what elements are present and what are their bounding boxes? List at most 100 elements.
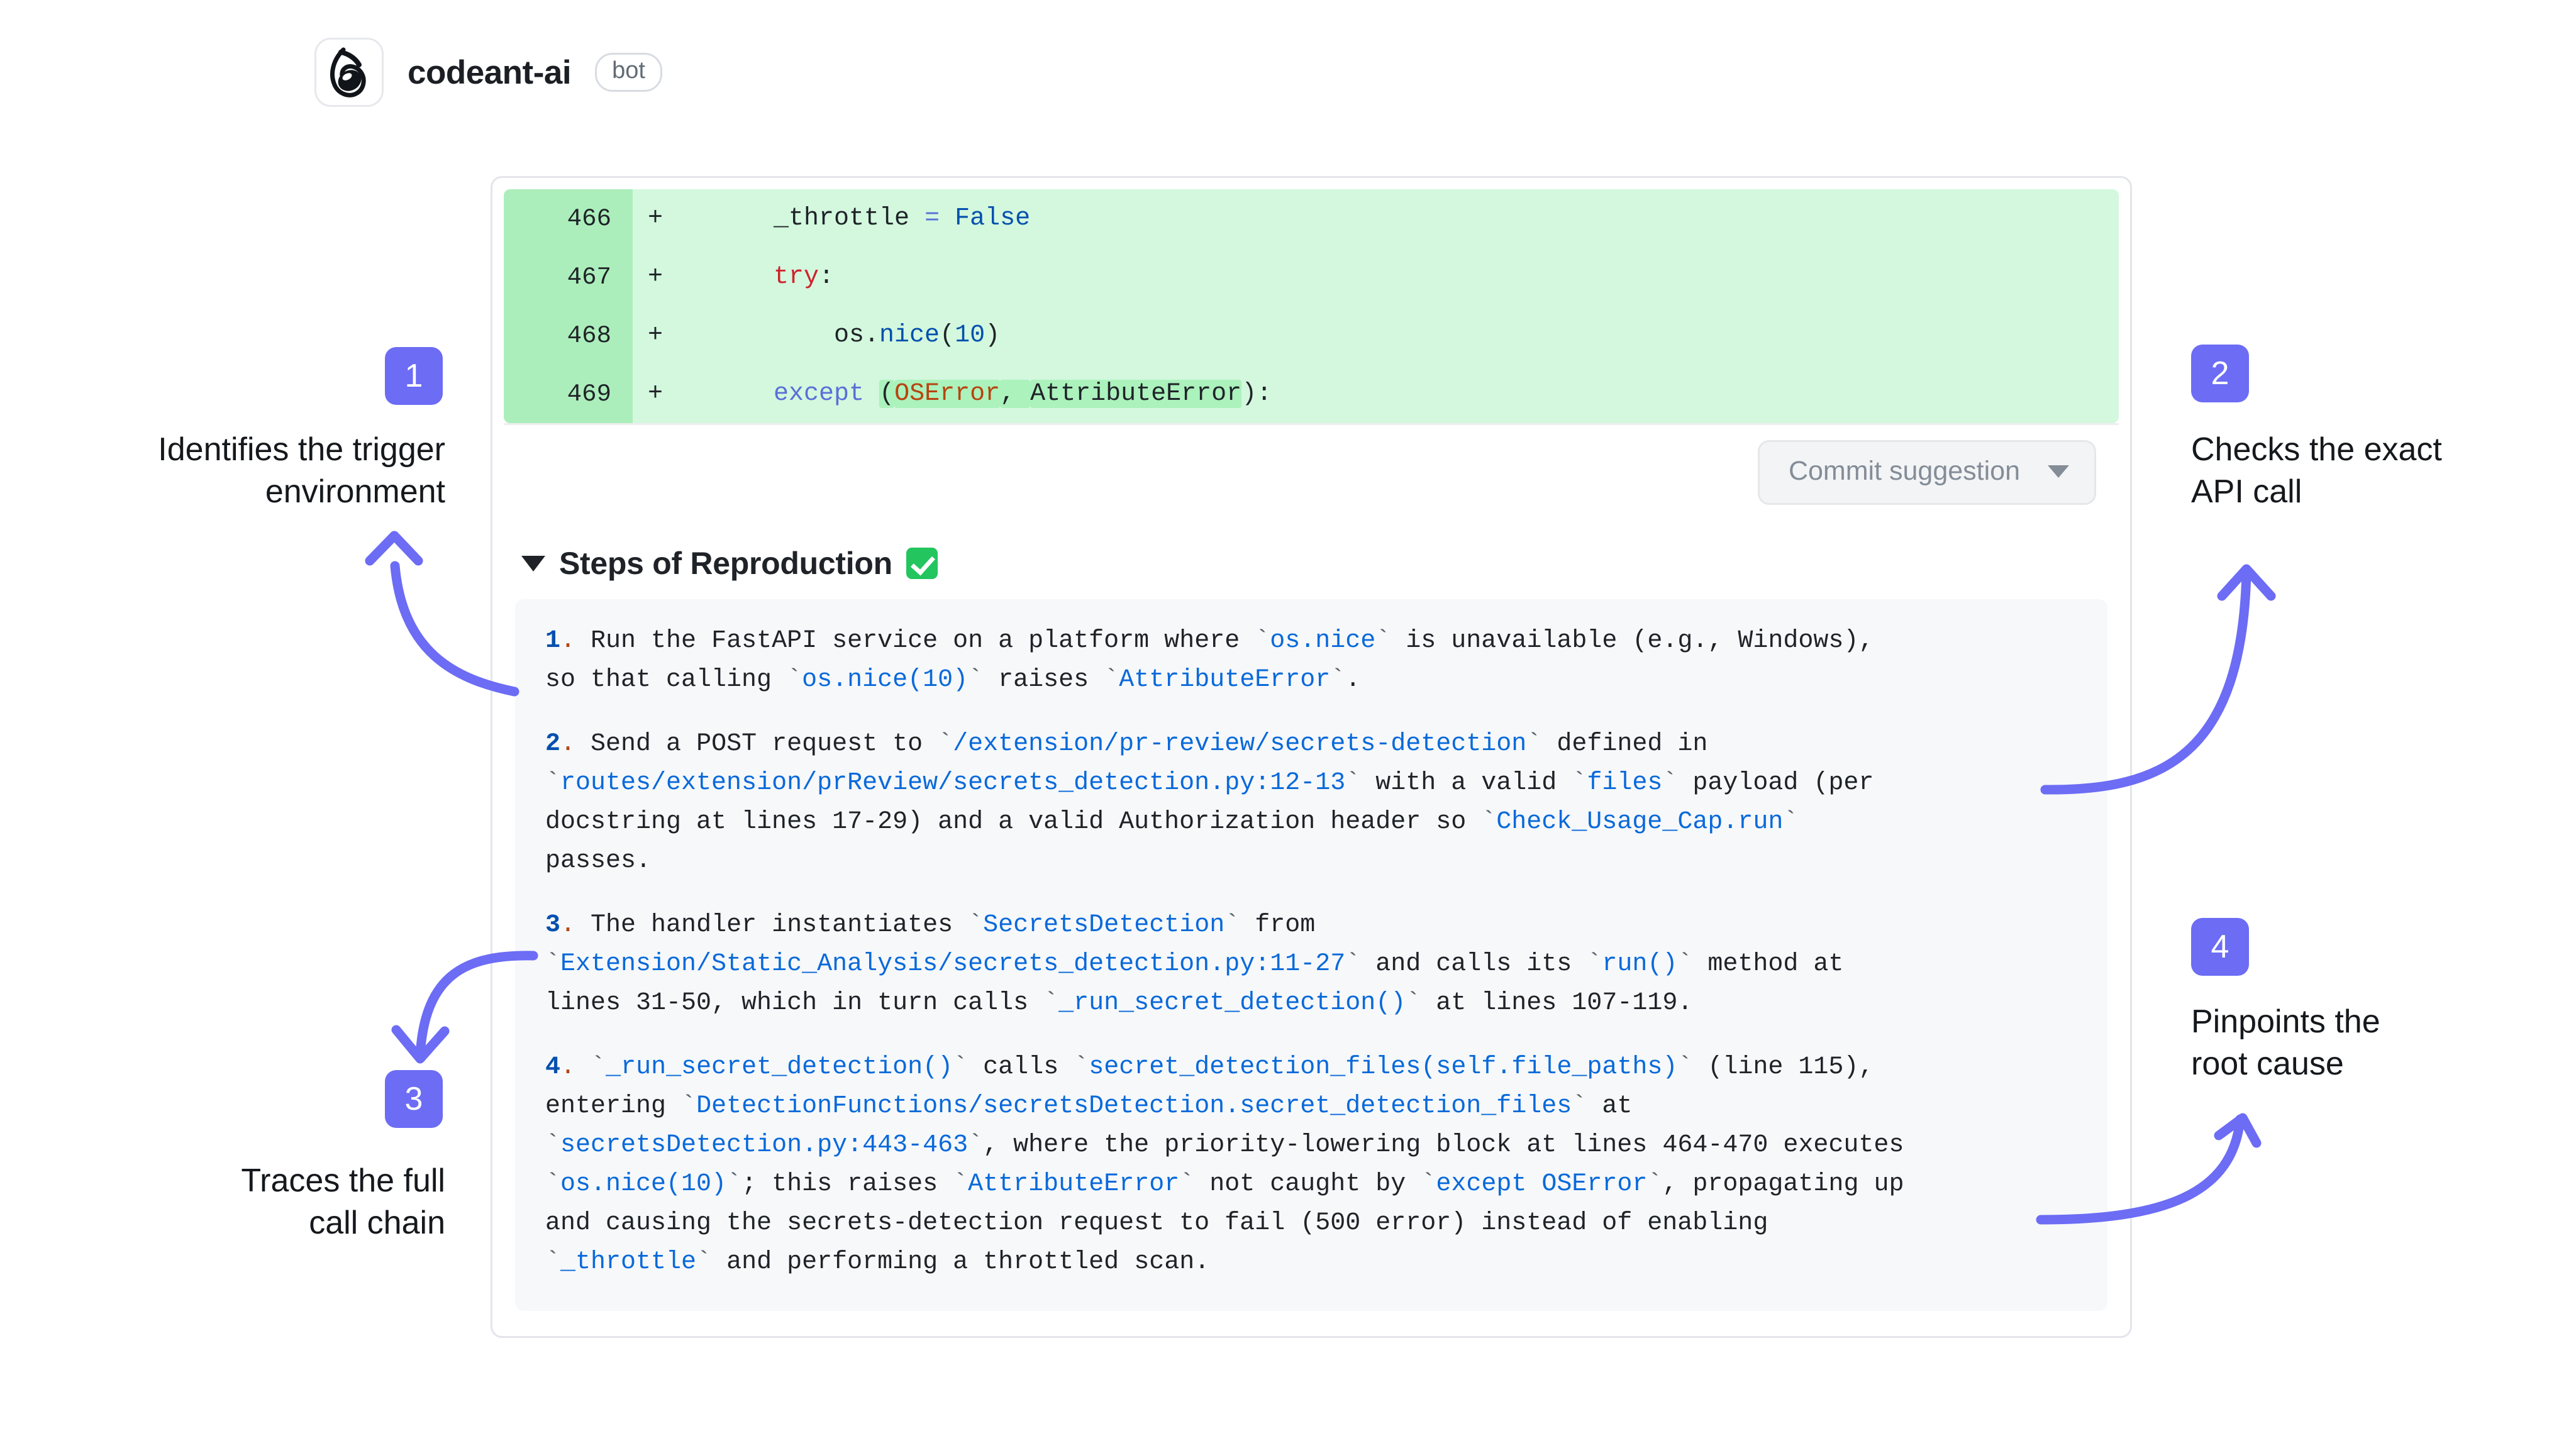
annotation-badge-1: 1 [385,347,443,405]
bot-badge: bot [595,53,662,92]
step-text: defined in [1541,730,1708,758]
annotation-arrow-2-head [2217,564,2276,601]
diff-line-code: except (OSError, AttributeError): [678,365,2119,423]
chevron-down-icon[interactable] [2048,465,2069,478]
code-token: = [924,204,955,233]
code-token: _throttle [713,204,925,233]
inline-code: Check_Usage_Cap.run [1496,808,1784,836]
inline-code: AttributeError [968,1170,1180,1198]
code-token: OSError [894,380,1001,408]
inline-code: os.nice(10) [802,666,969,694]
step-text: at [1587,1092,1633,1120]
avatar[interactable] [314,38,384,107]
step-text: so that calling [545,666,787,694]
code-tick: ` [1375,627,1391,655]
annotation-badge-3: 3 [385,1070,443,1128]
code-tick: ` [1677,1053,1693,1081]
step-text: passes. [545,847,652,875]
code-tick: ` [1255,627,1270,655]
code-tick: ` [1224,911,1240,939]
code-tick: ` [1330,666,1346,694]
code-tick: ` [545,1170,561,1198]
step-text: and causing the secrets-detection reques… [545,1209,1768,1237]
inline-code: AttributeError [1119,666,1331,694]
code-tick: ` [1421,1170,1436,1198]
step-text: , propagating up [1662,1170,1904,1198]
step-text [575,1053,591,1081]
code-tick: ` [1074,1053,1089,1081]
diff-line-marker: + [633,248,678,306]
steps-header[interactable]: Steps of Reproduction [521,545,2130,582]
diff-line-code: try: [678,248,2119,306]
code-token: ) [985,321,1001,350]
author-name[interactable]: codeant-ai [408,53,572,91]
code-tick: ` [1783,808,1799,836]
code-token: try [774,263,819,291]
code-tick: ` [787,666,802,694]
inline-code: run() [1602,950,1678,978]
step-number-dot: . [560,627,576,655]
code-token: : [1257,380,1272,408]
inline-code: Extension/Static_Analysis/secrets_detect… [560,950,1346,978]
reproduction-step: 3. The handler instantiates `SecretsDete… [545,906,2077,1023]
code-token [864,380,879,408]
inline-code: SecretsDetection [983,911,1225,939]
inline-code: os.nice [1270,627,1376,655]
code-token [713,263,774,291]
diff-line-row: 468+ os.nice(10) [504,306,2119,365]
step-text: entering [545,1092,682,1120]
reproduction-step: 4. `_run_secret_detection()` calls `secr… [545,1048,2077,1282]
step-text: , where the priority-lowering block at l… [983,1131,1904,1159]
inline-code: os.nice(10) [560,1170,727,1198]
code-tick: ` [545,769,561,797]
diff-line-row: 467+ try: [504,248,2119,306]
annotation-label-4: Pinpoints the root cause [2191,1003,2380,1082]
step-text: docstring at lines 17-29) and a valid Au… [545,808,1482,836]
code-tick: ` [968,1131,984,1159]
code-tick: ` [953,1170,969,1198]
step-number-dot: . [560,1053,576,1081]
annotation-badge-2: 2 [2191,345,2249,402]
code-tick: ` [1587,950,1602,978]
step-text: with a valid [1360,769,1572,797]
step-text: and performing a throttled scan. [711,1248,1210,1276]
commit-suggestion-button[interactable]: Commit suggestion [1757,440,2096,505]
step-text: calls [968,1053,1074,1081]
code-tick: ` [1662,769,1678,797]
code-token: except [774,380,865,408]
inline-code: /extension/pr-review/secrets-detection [953,730,1527,758]
diff-line-row: 466+ _throttle = False [504,189,2119,248]
diff-line-code: _throttle = False [678,189,2119,248]
inline-code: _run_secret_detection() [606,1053,953,1081]
code-token: nice [879,321,940,350]
code-token: 10 [955,321,985,350]
code-tick: ` [938,730,953,758]
diff-line-marker: + [633,306,678,365]
step-text: Send a POST request to [575,730,938,758]
step-number: 4 [545,1053,561,1081]
diff-line-row: 469+ except (OSError, AttributeError): [504,365,2119,423]
code-tick: ` [696,1248,712,1276]
code-tick: ` [1647,1170,1663,1198]
code-token: ) [1241,380,1257,408]
step-text: raises [983,666,1104,694]
step-text: (line 115), [1692,1053,1874,1081]
code-tick: ` [1481,808,1497,836]
code-tick: ` [1677,950,1693,978]
inline-code: DetectionFunctions/secretsDetection.secr… [696,1092,1572,1120]
code-tick: ` [681,1092,697,1120]
step-text: . [1345,666,1361,694]
code-tick: ` [1572,1092,1587,1120]
triangle-down-icon[interactable] [521,555,545,572]
code-token: , [1000,380,1031,408]
code-tick: ` [726,1170,742,1198]
step-text: not caught by [1194,1170,1421,1198]
step-number: 1 [545,627,561,655]
green-check-icon [906,548,938,579]
step-text: Run the FastAPI service on a platform wh… [575,627,1255,655]
inline-code: secretsDetection.py:443-463 [560,1131,969,1159]
diff-line-number: 467 [504,248,633,306]
code-token: os. [713,321,880,350]
